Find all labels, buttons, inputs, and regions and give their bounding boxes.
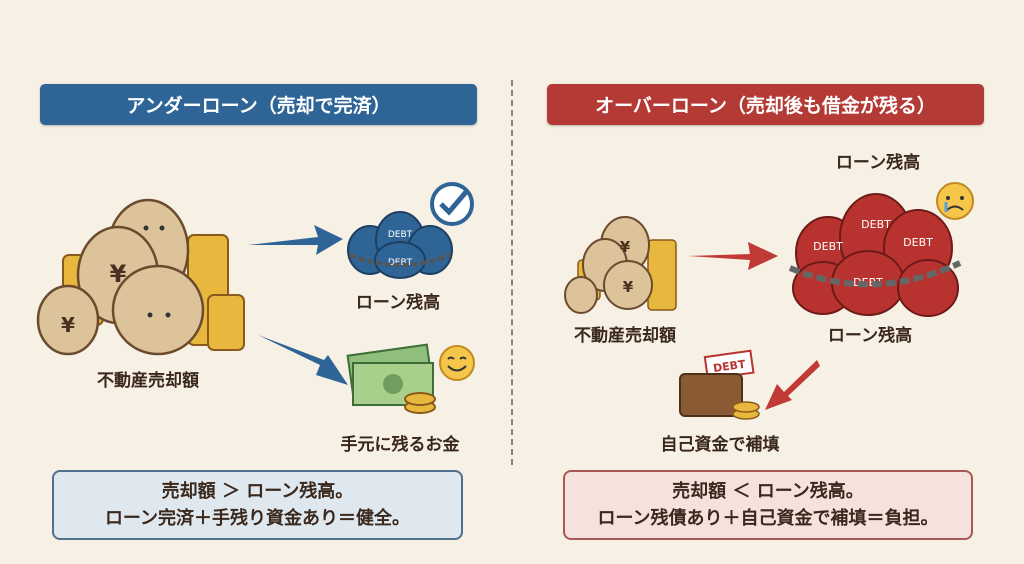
underloan-summary-line1: 売却額 ＞ ローン残高。 bbox=[161, 481, 354, 502]
underloan-summary: 売却額 ＞ ローン残高。 ローン完済＋手残り資金あり＝健全。 bbox=[52, 470, 463, 540]
divider bbox=[511, 80, 513, 465]
svg-text:DEBT: DEBT bbox=[903, 236, 933, 249]
svg-text:DEBT: DEBT bbox=[712, 358, 747, 375]
right-loan-label-top: ローン残高 bbox=[835, 153, 921, 173]
left-cash-label: 手元に残るお金 bbox=[340, 435, 460, 455]
right-fill-label: 自己資金で補填 bbox=[660, 435, 780, 455]
svg-text:¥: ¥ bbox=[623, 278, 634, 296]
overloan-header: オーバーローン（売却後も借金が残る） bbox=[547, 84, 984, 125]
arrow-down-left-red-icon bbox=[765, 360, 820, 410]
wallet-icon: DEBT bbox=[679, 349, 760, 420]
yen-symbol: ¥ bbox=[61, 313, 75, 337]
svg-text:DEBT: DEBT bbox=[388, 258, 413, 268]
underloan-summary-line2: ローン完済＋手残り資金あり＝健全。 bbox=[104, 508, 411, 529]
left-loan-label: ローン残高 bbox=[355, 293, 441, 313]
arrow-right-icon bbox=[248, 225, 343, 255]
arrow-right-red-icon bbox=[688, 242, 778, 270]
money-bags-small-icon: ¥ ¥ bbox=[564, 216, 677, 314]
svg-text:DEBT: DEBT bbox=[861, 218, 891, 231]
debt-bags-red-icon: DEBT DEBT DEBT DEBT bbox=[788, 193, 962, 317]
overloan-summary: 売却額 ＜ ローン残高。 ローン残債あり＋自己資金で補填＝負担。 bbox=[563, 470, 973, 540]
left-sale-label: 不動産売却額 bbox=[97, 371, 199, 391]
right-sale-label: 不動産売却額 bbox=[574, 326, 676, 346]
debt-bags-blue-icon: DEBT DEBT bbox=[347, 211, 453, 279]
underloan-header: アンダーローン（売却で完済） bbox=[40, 84, 477, 125]
right-loan-label: ローン残高 bbox=[827, 326, 913, 346]
smile-icon bbox=[439, 345, 475, 381]
overloan-summary-line2: ローン残債あり＋自己資金で補填＝負担。 bbox=[597, 508, 939, 529]
money-bags-large-icon: ¥ ¥ bbox=[36, 198, 245, 356]
cash-icon bbox=[346, 343, 436, 414]
overloan-summary-line1: 売却額 ＜ ローン残高。 bbox=[672, 481, 864, 502]
yen-symbol: ¥ bbox=[110, 260, 127, 288]
arrow-down-right-icon bbox=[258, 335, 348, 385]
crying-face-icon bbox=[936, 182, 974, 220]
check-icon bbox=[430, 182, 474, 226]
svg-text:¥: ¥ bbox=[620, 238, 631, 256]
svg-text:DEBT: DEBT bbox=[388, 230, 413, 240]
svg-text:DEBT: DEBT bbox=[813, 240, 843, 253]
